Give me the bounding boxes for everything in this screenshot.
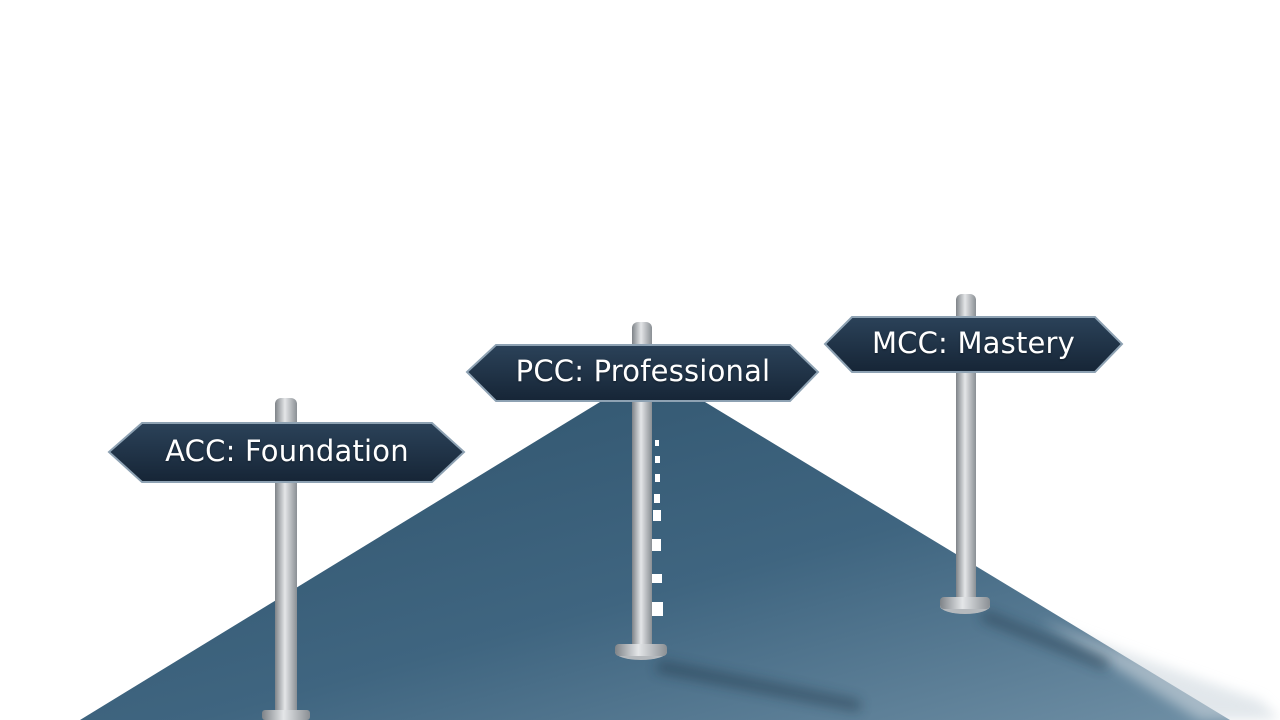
sign-pcc-board xyxy=(465,344,820,402)
sign-acc-label: ACC: Foundation xyxy=(165,434,409,468)
sign-mcc xyxy=(823,294,1124,614)
sign-pcc xyxy=(465,322,820,660)
post-shadows xyxy=(655,610,1110,712)
road-edge-shade xyxy=(1040,620,1280,720)
sign-pcc-label: PCC: Professional xyxy=(515,354,771,388)
sign-pcc-post xyxy=(632,322,652,652)
lane-markings xyxy=(651,440,663,616)
sign-mcc-board xyxy=(823,316,1124,373)
road-surface xyxy=(80,402,1230,720)
sign-mcc-label: MCC: Mastery xyxy=(871,326,1076,360)
sign-acc xyxy=(107,398,466,720)
sign-acc-board xyxy=(107,422,466,483)
